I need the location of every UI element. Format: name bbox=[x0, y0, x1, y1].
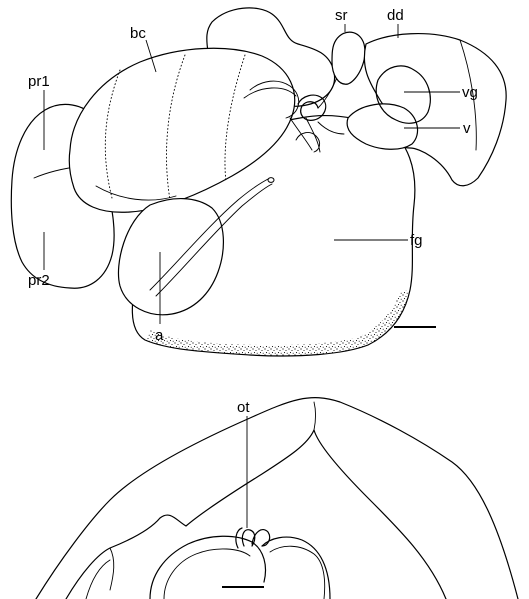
inner-arch bbox=[66, 430, 446, 599]
central-ducts bbox=[290, 118, 344, 152]
central-bulb-left-inner bbox=[164, 549, 250, 599]
albumen-a bbox=[118, 199, 223, 315]
central-bulb-right-inner bbox=[270, 546, 325, 599]
seminal-receptacle-sr bbox=[332, 32, 365, 84]
v-vesicle bbox=[347, 104, 417, 149]
label-pr2: pr2 bbox=[28, 272, 50, 289]
label-v: v bbox=[463, 120, 471, 137]
label-bc: bc bbox=[130, 25, 146, 42]
label-ot: ot bbox=[237, 399, 250, 416]
inner-contour bbox=[110, 548, 114, 590]
label-vg: vg bbox=[462, 84, 478, 101]
dissection-diagram: bc sr dd pr1 vg v fg pr2 a bbox=[11, 7, 506, 356]
duct-end bbox=[268, 178, 274, 183]
outline-diagram: ot bbox=[36, 398, 518, 599]
label-a: a bbox=[155, 327, 164, 344]
outer-arch bbox=[36, 398, 518, 599]
central-bulb-left bbox=[150, 536, 266, 599]
right-inner-line bbox=[314, 402, 316, 430]
bursa-copulatrix-bc bbox=[69, 48, 294, 212]
label-sr: sr bbox=[335, 7, 348, 24]
label-pr1: pr1 bbox=[28, 73, 50, 90]
central-fan bbox=[296, 133, 320, 152]
label-fg: fg bbox=[410, 232, 423, 249]
label-dd: dd bbox=[387, 7, 404, 24]
